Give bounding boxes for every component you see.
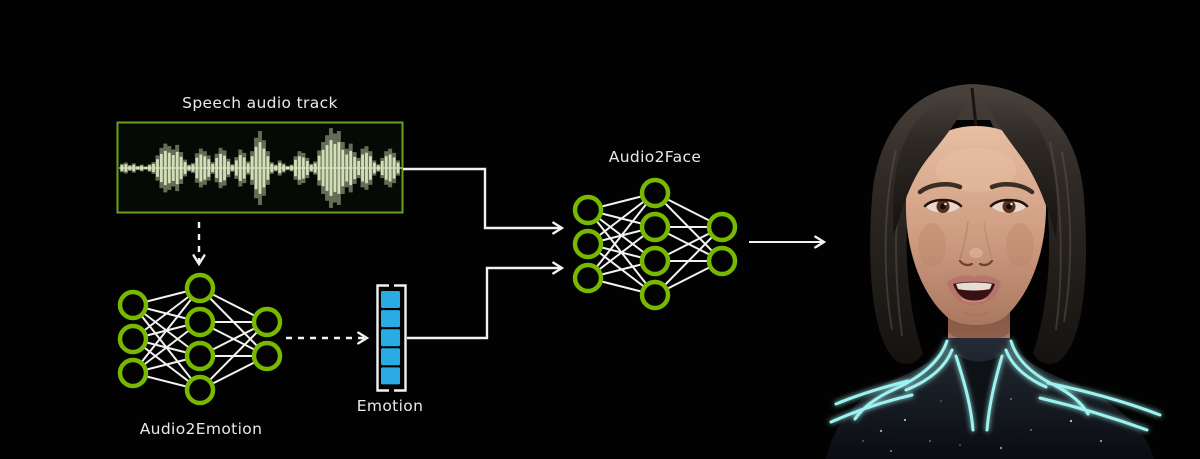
- audio2face-node: [572, 262, 604, 294]
- hair-fringe-right: [980, 90, 1057, 238]
- cheek-shade-left: [918, 223, 946, 267]
- audio2emotion-label: Audio2Emotion: [139, 420, 263, 438]
- eye-highlight-right: [1010, 202, 1013, 206]
- audio2emotion-node: [117, 289, 149, 321]
- hair-fringe-left: [893, 90, 972, 236]
- audio2emotion-edges: [132, 287, 268, 391]
- pupil-left: [940, 203, 946, 210]
- nostril-left: [958, 259, 974, 267]
- speech-audio-track-label: Speech audio track: [182, 94, 338, 112]
- cheek-shade-right: [1006, 223, 1034, 267]
- flow-arrows: [199, 167, 824, 340]
- audio2emotion-node: [184, 306, 216, 338]
- suit-glow-lines: [829, 339, 1162, 432]
- emotion-cell: [381, 310, 400, 328]
- audio-waveform: [119, 128, 402, 208]
- audio2emotion-node: [184, 340, 216, 372]
- avatar-face: [893, 87, 1057, 325]
- audio2emotion-node: [251, 306, 283, 338]
- audio2face-edges: [587, 192, 723, 296]
- nostril-right: [978, 259, 994, 267]
- audio2face-node: [706, 245, 738, 277]
- eye-highlight-left: [944, 202, 947, 206]
- face-shape: [905, 126, 1047, 325]
- suit-sparkles: [862, 398, 1103, 452]
- emotion-cell: [381, 329, 400, 347]
- audio2face-node: [639, 177, 671, 209]
- avatar-eyebrows: [917, 182, 1035, 195]
- audio2face-node: [639, 245, 671, 277]
- avatar-nose: [958, 221, 994, 267]
- vector-bracket-left: [376, 284, 389, 392]
- emotion-label: Emotion: [356, 397, 424, 415]
- pupil-right: [1006, 203, 1012, 210]
- eyebrow-right: [989, 182, 1035, 195]
- speech-audio-box: [116, 121, 404, 214]
- arrow-emotion-to-audio2face: [407, 268, 562, 340]
- audio2face-network: [572, 177, 738, 311]
- teeth: [956, 282, 992, 291]
- audio2emotion-node: [117, 357, 149, 389]
- emotion-cell: [381, 348, 400, 366]
- avatar-mouth-open: [947, 275, 1001, 305]
- vector-bracket-right: [394, 284, 407, 392]
- audio2emotion-node: [251, 340, 283, 372]
- digital-avatar: [826, 84, 1162, 459]
- lower-lip-highlight: [961, 298, 987, 303]
- audio2emotion-node: [184, 272, 216, 304]
- chin-crease: [963, 311, 989, 316]
- lash-right: [989, 198, 1029, 208]
- audio2face-label: Audio2Face: [608, 148, 702, 166]
- avatar-suit: [826, 338, 1162, 459]
- audio2face-node: [706, 211, 738, 243]
- emotion-cells: [381, 291, 400, 385]
- arrow-waveform-to-audio2face: [403, 167, 562, 228]
- avatar-eyes: [923, 198, 1029, 213]
- audio2face-node: [639, 279, 671, 311]
- suit-chest-panel: [956, 354, 1002, 436]
- audio2emotion-node: [184, 374, 216, 406]
- emotion-cell: [381, 367, 400, 385]
- hair-center-part: [970, 87, 978, 127]
- audio2face-node: [572, 228, 604, 260]
- lash-left: [923, 198, 963, 208]
- emotion-vector: [376, 284, 407, 392]
- audio2emotion-network: [117, 272, 283, 406]
- audio2face-node: [639, 211, 671, 243]
- forehead-highlight: [936, 148, 1016, 192]
- eyebrow-left: [917, 182, 963, 195]
- audio2face-node: [572, 194, 604, 226]
- emotion-cell: [381, 291, 400, 308]
- audio2emotion-node: [117, 323, 149, 355]
